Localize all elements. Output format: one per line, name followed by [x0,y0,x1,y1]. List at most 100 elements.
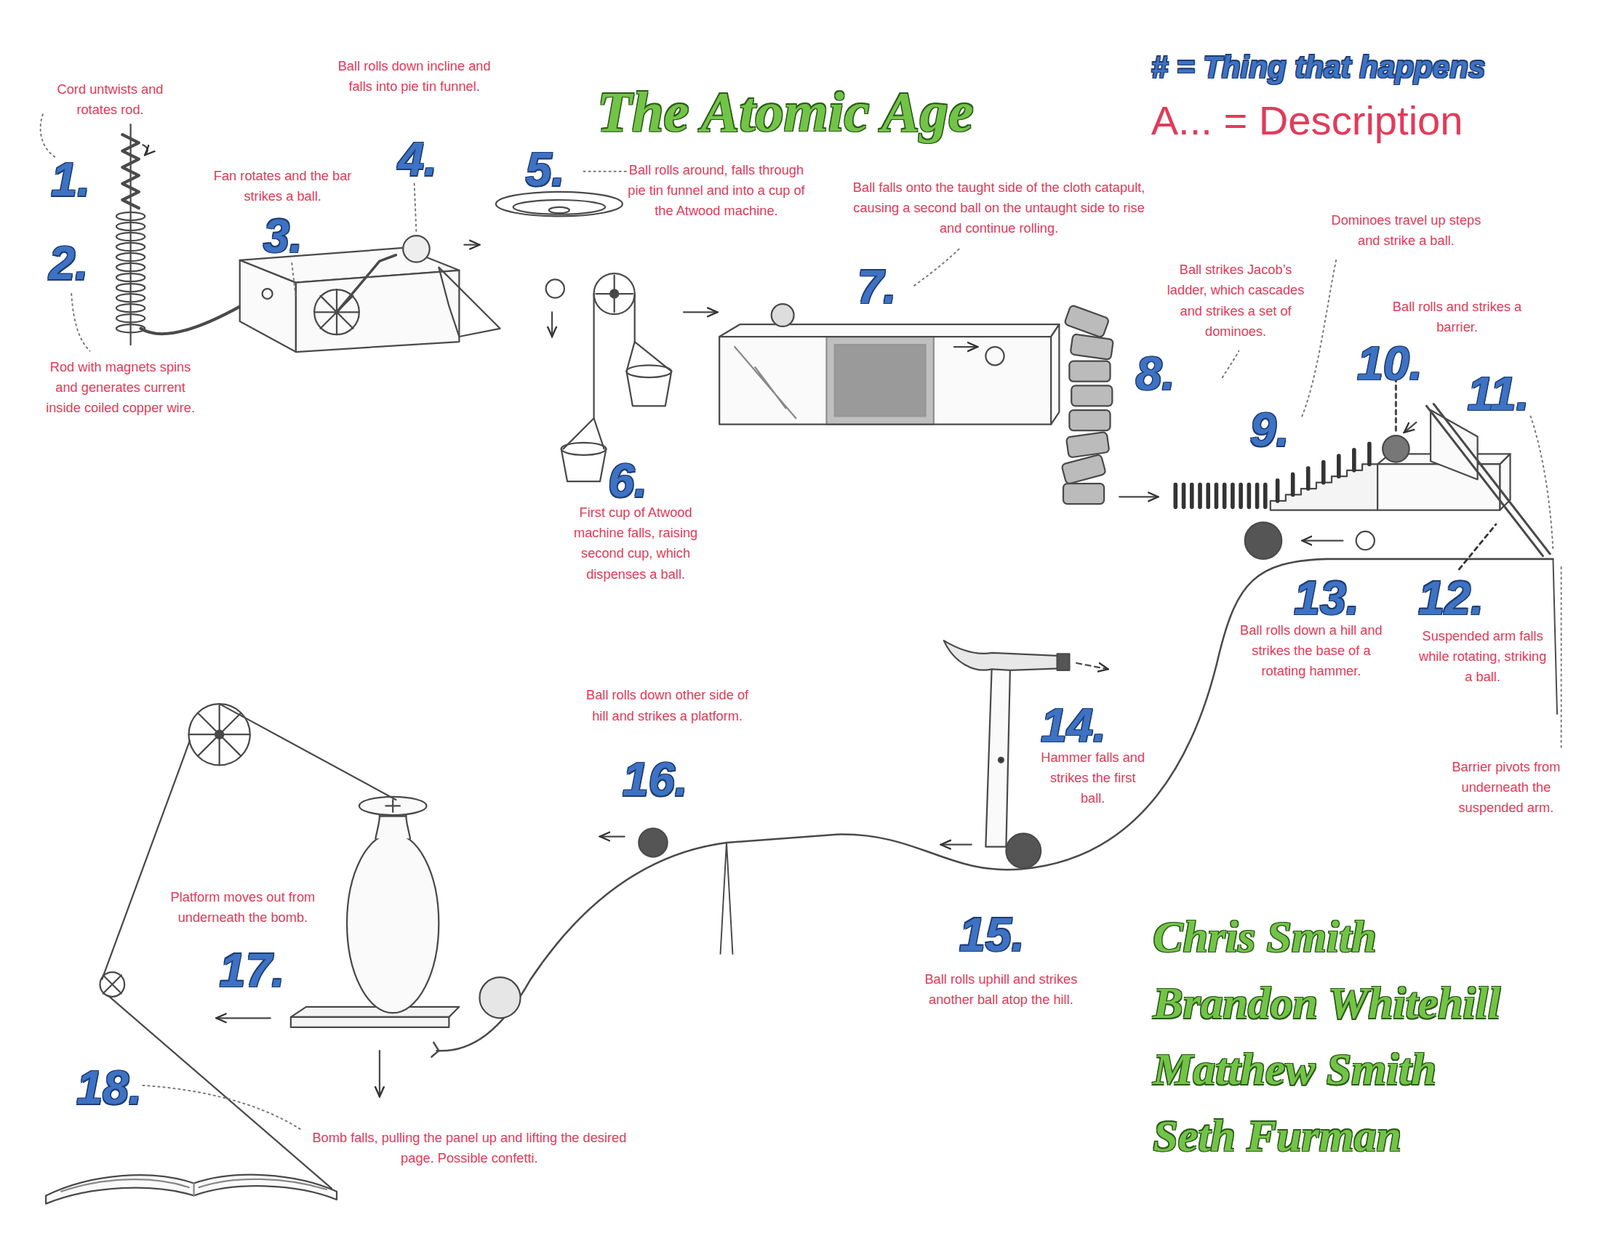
atwood-machine [561,273,718,482]
sketch-rect [1071,385,1112,406]
sketch-circle [1245,522,1283,560]
cord-and-coil [116,124,241,345]
sketch-path [291,263,296,299]
author-name: Chris Smith [1152,911,1376,965]
callout-number: 16. [622,752,688,806]
sketch-path [61,1179,327,1197]
sketch-path [216,1017,270,1019]
cloth-catapult [719,304,1059,425]
callout-number: 15. [959,908,1025,962]
callout-number: 11. [1467,367,1530,421]
sketch-path [1552,559,1558,715]
sketch-path [595,275,633,313]
sketch-path [1530,416,1554,551]
description-note: Ball rolls down incline and falls into p… [337,56,491,97]
sketch-ellipse [116,304,145,312]
bomb-and-pulleys [45,704,459,1204]
sketch-rect [1063,483,1104,504]
sketch-circle [985,346,1004,366]
description-note: Cord untwists and rotates rod. [38,79,182,120]
callout-number: 14. [1040,698,1107,752]
sketch-rect [826,336,934,425]
sketch-line [634,293,636,342]
description-note: Ball falls onto the taught side of the c… [845,177,1152,239]
sketch-polygon [296,270,459,352]
sketch-path [142,1085,302,1131]
sketch-rect [719,336,1051,425]
sketch-line [592,293,595,419]
callout-number: 5. [525,142,566,196]
sketch-ellipse [346,833,439,1014]
hammer [944,640,1109,847]
sketch-rect [1061,454,1106,486]
sketch-ellipse [626,365,672,378]
description-note: Ball rolls around, falls through pie tin… [624,160,809,222]
arm-leader [1458,524,1496,570]
sketch-path [189,704,251,766]
author-name: Brandon Whitehill [1152,977,1501,1031]
sketch-path [1404,422,1417,433]
sketch-path [103,975,122,994]
callout-number: 4. [397,132,438,186]
sketch-circle [594,273,635,315]
description-note: Hammer falls and strikes the first ball. [1037,747,1150,809]
sketch-path [122,134,139,208]
sketch-path [378,1050,381,1097]
sketch-polygon [438,267,500,337]
sketch-path [1277,443,1370,502]
sketch-ellipse [359,797,427,816]
sketch-ellipse [116,222,145,231]
sketch-ellipse [116,212,145,221]
callout-number: 17. [219,944,286,998]
sketch-rect [1066,432,1110,459]
sketch-circle [998,757,1004,763]
sketch-ellipse [561,442,607,456]
sketch-path [219,704,397,800]
description-note: Barrier pivots from underneath the suspe… [1445,757,1568,819]
page-title: The Atomic Age [597,79,974,143]
sketch-path [431,1042,439,1058]
sketch-path [1222,351,1239,378]
callout-number: 18. [76,1061,142,1115]
sketch-path [734,346,796,419]
sketch-circle [771,304,795,327]
callout-number: 3. [263,209,303,263]
sketch-ellipse [116,253,145,262]
sketch-path [40,114,56,158]
callout-number: 12. [1418,571,1484,625]
sketch-rect [1377,464,1500,510]
sketch-rect [1069,410,1110,431]
sketch-polygon [985,665,1011,848]
callout-number: 2. [48,237,88,291]
sketch-ellipse [116,242,145,251]
sketch-path [1301,257,1337,417]
sketch-path [954,346,978,348]
sketch-ellipse [116,314,145,323]
sketch-ellipse [116,263,145,272]
sketch-circle [262,288,273,299]
sketch-circle [1005,833,1041,869]
sketch-ellipse [513,200,606,215]
sketch-circle [402,235,430,262]
description-note: Ball rolls and strikes a barrier. [1375,296,1539,338]
sketch-path [914,247,962,286]
description-note: Fan rotates and the bar strikes a ball. [205,166,359,208]
description-note: Dominoes travel up steps and strike a ba… [1324,210,1488,251]
sketch-path [1175,484,1265,507]
sketch-path [141,306,241,334]
sketch-circle [546,279,565,298]
sketch-path [941,844,972,846]
sketch-path [45,1175,337,1205]
sketch-path [626,371,672,407]
sketch-path [1301,539,1343,542]
sketch-path [1119,496,1158,498]
sketch-rect [1057,653,1070,670]
jacobs-ladder [1061,304,1158,504]
sketch-rect [1070,333,1114,360]
description-note: Ball rolls down other side of hill and s… [585,685,749,727]
sketch-path [385,800,400,813]
description-note: Ball rolls uphill and strikes another ba… [924,969,1078,1011]
key-line: A... = Description [1151,96,1464,144]
